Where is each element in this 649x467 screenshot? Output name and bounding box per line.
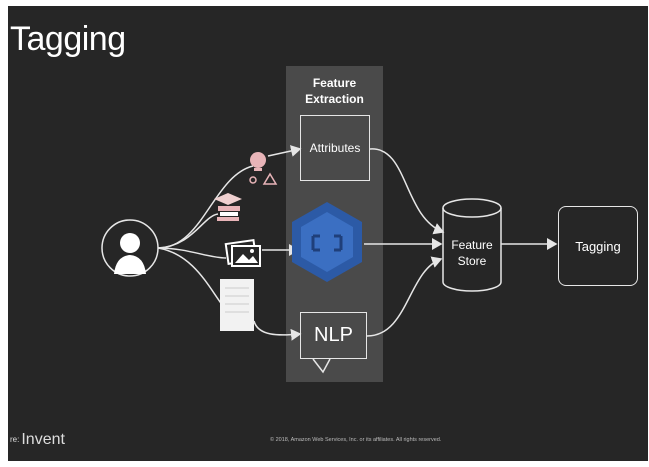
reinvent-logo-prefix: re: [10,434,20,444]
photos-icon [224,239,261,267]
feature-extraction-label-line2: Extraction [305,92,364,106]
interests-icon [249,152,278,185]
copyright-notice: © 2018, Amazon Web Services, Inc. or its… [270,437,442,443]
tagging-label: Tagging [575,238,621,254]
flow-diagram [101,145,558,374]
feature-store-line2: Store [457,254,487,268]
nlp-speech-tail [312,358,331,374]
attributes-box: Attributes [300,115,370,181]
database-cylinder-icon [442,198,502,292]
feature-extraction-label: Feature Extraction [286,75,383,107]
user-avatar-icon [101,219,159,277]
feature-store-label: Feature Store [440,237,504,269]
attributes-label: Attributes [309,141,361,155]
extraction-to-store-lines [364,148,445,337]
slide: Tagging Feature Extraction [8,6,648,461]
nlp-box: NLP [300,312,367,359]
user-branch-lines [157,165,254,307]
feature-extraction-label-line1: Feature [312,76,357,90]
slide-title: Tagging [10,20,126,58]
reinvent-logo-text: Invent [21,431,65,448]
tagging-box: Tagging [558,206,638,286]
nlp-label: NLP [314,324,353,346]
document-icon [220,279,254,331]
reinvent-logo: re:Invent [10,431,65,449]
graduation-cap-icon [214,193,242,221]
rekognition-icon [292,202,362,282]
feature-store-line1: Feature [451,238,493,252]
